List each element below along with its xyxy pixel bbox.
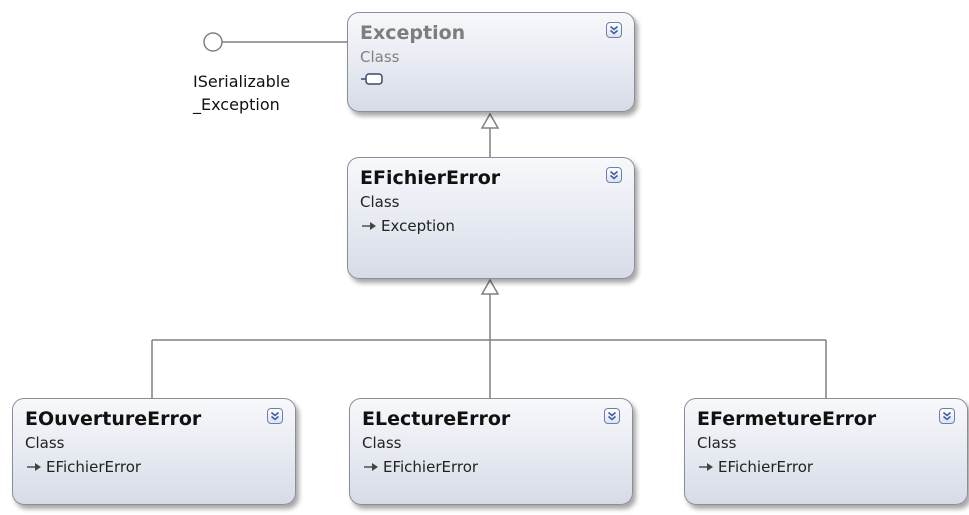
inheritance-arrowhead-efichiererror — [480, 278, 500, 295]
class-kind: Class — [360, 193, 400, 211]
double-chevron-down-icon — [942, 411, 952, 421]
class-shape-efermetureerror[interactable]: EFermetureError Class EFichierError — [684, 398, 968, 505]
class-kind: Class — [25, 434, 65, 452]
base-class-row: EFichierError — [25, 458, 283, 476]
class-shape-exception[interactable]: Exception Class — [347, 12, 635, 112]
toggle-collapse-button[interactable] — [939, 408, 955, 424]
class-kind: Class — [362, 434, 402, 452]
class-kind: Class — [360, 48, 400, 66]
arrow-right-icon — [364, 463, 378, 471]
base-class-name: EFichierError — [718, 458, 814, 476]
class-name: EFermetureError — [697, 408, 877, 430]
toggle-collapse-button[interactable] — [606, 22, 622, 38]
base-class-name: EFichierError — [383, 458, 479, 476]
class-name: Exception — [360, 22, 466, 44]
class-shape-efichiererror[interactable]: EFichierError Class Exception — [347, 157, 635, 279]
interface-lollipop-icon — [203, 32, 223, 52]
double-chevron-down-icon — [609, 25, 619, 35]
class-name: EOuvertureError — [25, 408, 202, 430]
class-shape-electureerror[interactable]: ELectureError Class EFichierError — [349, 398, 633, 505]
class-name: ELectureError — [362, 408, 511, 430]
double-chevron-down-icon — [270, 411, 280, 421]
base-class-row: Exception — [360, 217, 622, 235]
class-shape-eouvertureerror[interactable]: EOuvertureError Class EFichierError — [12, 398, 296, 505]
base-class-row: EFichierError — [697, 458, 955, 476]
arrow-right-icon — [699, 463, 713, 471]
class-kind: Class — [697, 434, 737, 452]
toggle-collapse-button[interactable] — [604, 408, 620, 424]
toggle-collapse-button[interactable] — [606, 167, 622, 183]
arrow-right-icon — [362, 222, 376, 230]
toggle-collapse-button[interactable] — [267, 408, 283, 424]
base-class-name: EFichierError — [46, 458, 142, 476]
class-name: EFichierError — [360, 167, 501, 189]
double-chevron-down-icon — [609, 170, 619, 180]
collapsed-details-icon[interactable] — [360, 72, 384, 86]
base-class-row: EFichierError — [362, 458, 620, 476]
inheritance-arrowhead-exception — [480, 112, 500, 129]
arrow-right-icon — [27, 463, 41, 471]
interface-labels: ISerializable _Exception — [193, 70, 290, 116]
interface-label-iserializable: ISerializable — [193, 72, 291, 91]
interface-label-exception: _Exception — [193, 95, 280, 114]
base-class-name: Exception — [381, 217, 455, 235]
double-chevron-down-icon — [607, 411, 617, 421]
